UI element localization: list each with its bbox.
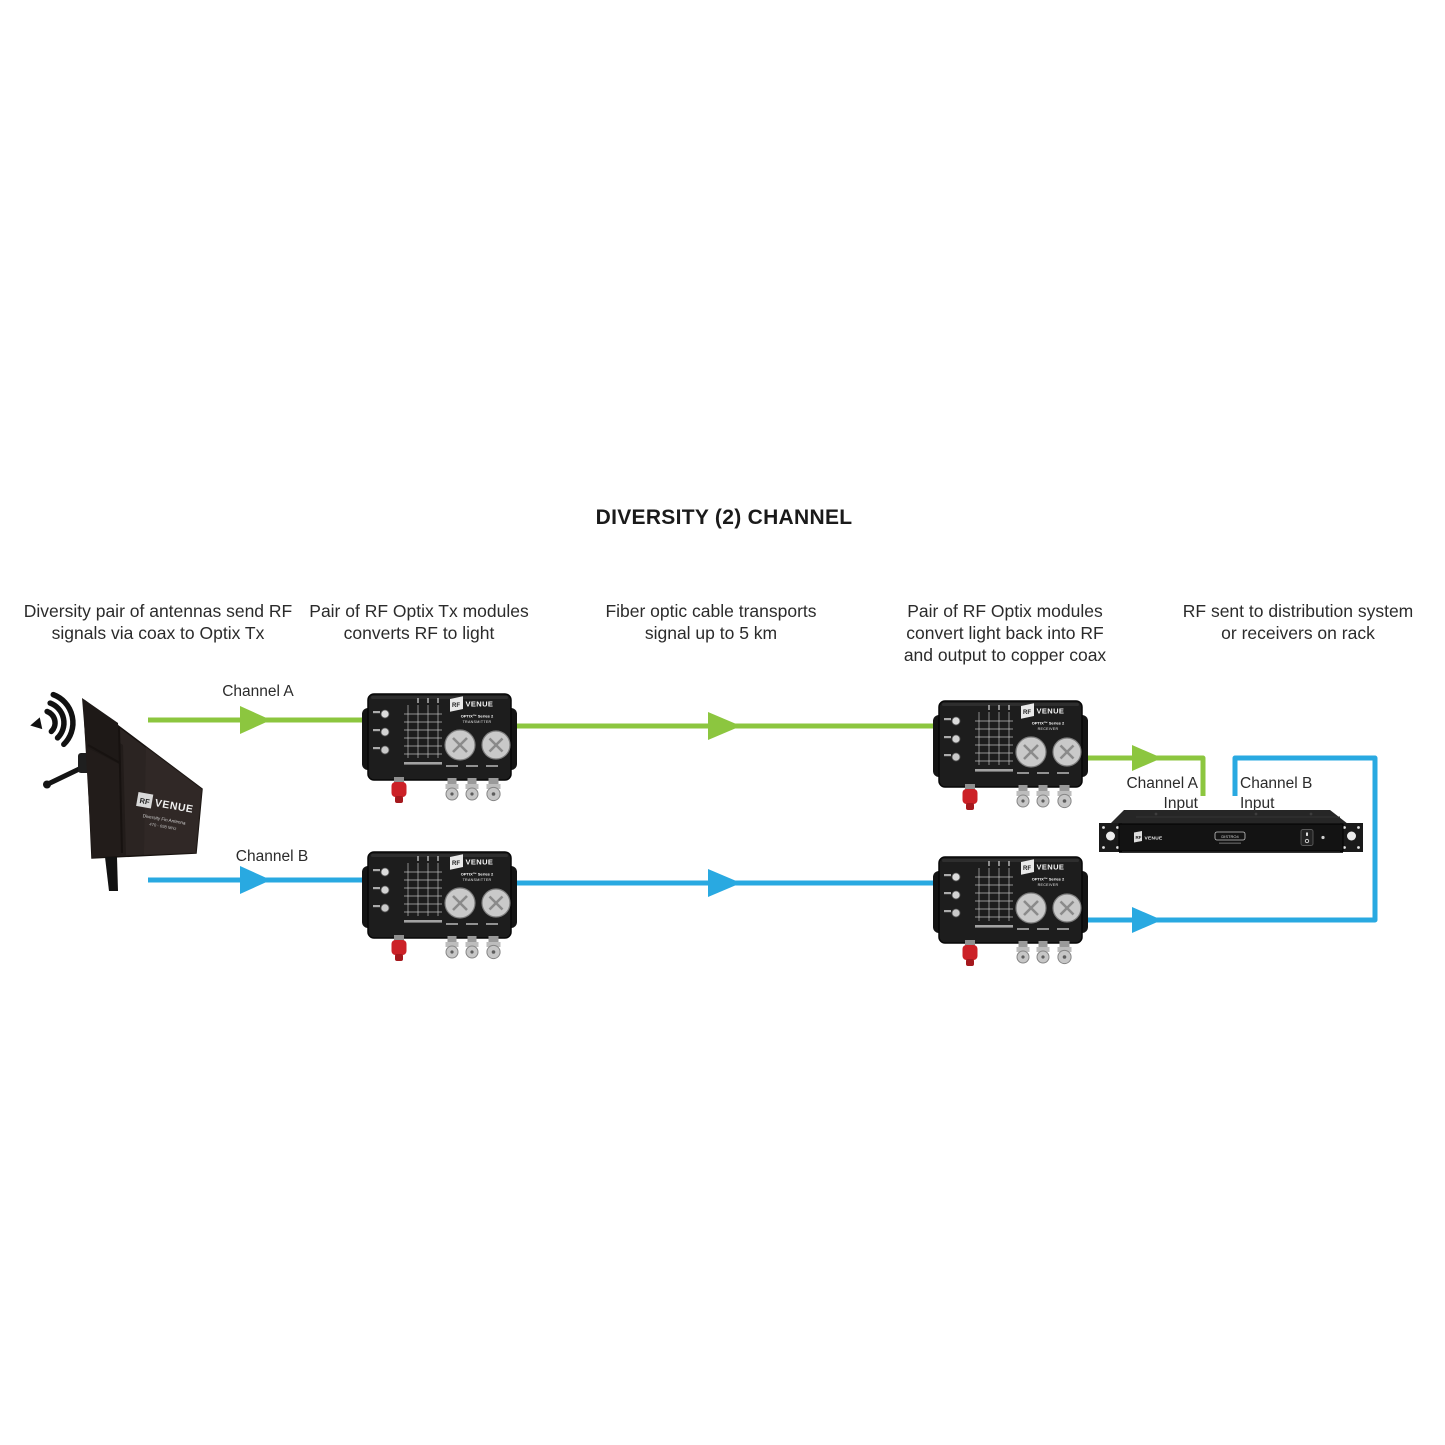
channel-b-arrowhead-1 bbox=[240, 866, 271, 894]
step-line: or receivers on rack bbox=[1221, 623, 1375, 643]
rack-ear-right bbox=[1340, 823, 1363, 852]
optix-tx-module-1: TRANSMITTER bbox=[362, 692, 517, 809]
channel-b-input-line2: Input bbox=[1240, 795, 1275, 812]
channel-b-arrowhead-3 bbox=[1132, 907, 1162, 933]
rack-distribution-unit: RF VENUE DISTRO4 bbox=[1096, 806, 1366, 861]
rf-venue-logo: RF VENUE Diversity Fin Antenna 470 - 698… bbox=[136, 792, 194, 831]
power-switch bbox=[1300, 829, 1314, 846]
optix-rx-module-1: RECEIVER bbox=[933, 699, 1088, 816]
optix-type-label: TRANSMITTER bbox=[463, 878, 492, 882]
optix-rx-module-2: RECEIVER bbox=[933, 855, 1088, 972]
step-line: converts RF to light bbox=[343, 623, 495, 643]
brand-rf-text: RF bbox=[1136, 835, 1142, 840]
step-text-antennas: Diversity pair of antennas send RF signa… bbox=[3, 600, 313, 644]
step-line: convert light back into RF bbox=[906, 623, 1104, 643]
diversity-fin-antenna: RF VENUE Diversity Fin Antenna 470 - 698… bbox=[26, 683, 261, 923]
channel-b-input-label: Channel B Input bbox=[1240, 774, 1380, 814]
channel-b-input-line1: Channel B bbox=[1240, 775, 1313, 792]
channel-a-wire-3 bbox=[1083, 755, 1206, 796]
rack-model-label: DISTRO4 bbox=[1214, 831, 1246, 844]
step-text-fiber: Fiber optic cable transports signal up t… bbox=[556, 600, 866, 644]
rf-venue-logo: RF VENUE bbox=[1134, 831, 1163, 843]
step-line: RF sent to distribution system bbox=[1182, 601, 1414, 621]
step-line: signals via coax to Optix Tx bbox=[51, 623, 265, 643]
step-line: Pair of RF Optix Tx modules bbox=[309, 601, 529, 621]
channel-a-arrowhead-1 bbox=[240, 706, 271, 734]
step-text-rx-modules: Pair of RF Optix modules convert light b… bbox=[850, 600, 1160, 666]
channel-a-input-label: Channel A Input bbox=[1058, 774, 1198, 814]
channel-a-label: Channel A bbox=[222, 683, 294, 700]
channel-a-input-line1: Channel A bbox=[1126, 775, 1198, 792]
step-text-rack: RF sent to distribution system or receiv… bbox=[1143, 600, 1445, 644]
coax-cable bbox=[105, 857, 118, 891]
rack-label-text: DISTRO4 bbox=[1221, 834, 1239, 839]
step-line: Pair of RF Optix modules bbox=[907, 601, 1103, 621]
diagram-title: DIVERSITY (2) CHANNEL bbox=[595, 506, 853, 529]
brand-name-text: VENUE bbox=[1145, 835, 1164, 841]
channel-b-arrowhead-2 bbox=[708, 869, 741, 897]
step-text-tx-modules: Pair of RF Optix Tx modules converts RF … bbox=[264, 600, 574, 644]
step-line: Diversity pair of antennas send RF bbox=[23, 601, 293, 621]
step-line: and output to copper coax bbox=[903, 645, 1107, 665]
antenna-sub2-text: 470 - 698 MHz bbox=[149, 821, 177, 831]
optix-type-label: RECEIVER bbox=[1038, 727, 1059, 731]
optix-tx-module-2: TRANSMITTER bbox=[362, 850, 517, 967]
power-led bbox=[1321, 835, 1325, 840]
channel-a-arrowhead-2 bbox=[708, 712, 741, 740]
channel-a-input-line2: Input bbox=[1163, 795, 1198, 812]
channel-b-wire-3 bbox=[1088, 755, 1378, 923]
rf-waves-icon bbox=[30, 691, 76, 748]
fin-body bbox=[82, 698, 203, 859]
brand-rf-text: RF bbox=[139, 796, 151, 807]
optix-type-label: RECEIVER bbox=[1038, 883, 1059, 887]
channel-b-label: Channel B bbox=[235, 848, 309, 865]
step-line: Fiber optic cable transports bbox=[605, 601, 817, 621]
rack-ear-left bbox=[1099, 823, 1122, 852]
channel-a-arrowhead-3 bbox=[1132, 745, 1162, 771]
step-line: signal up to 5 km bbox=[644, 623, 778, 643]
optix-type-label: TRANSMITTER bbox=[463, 720, 492, 724]
